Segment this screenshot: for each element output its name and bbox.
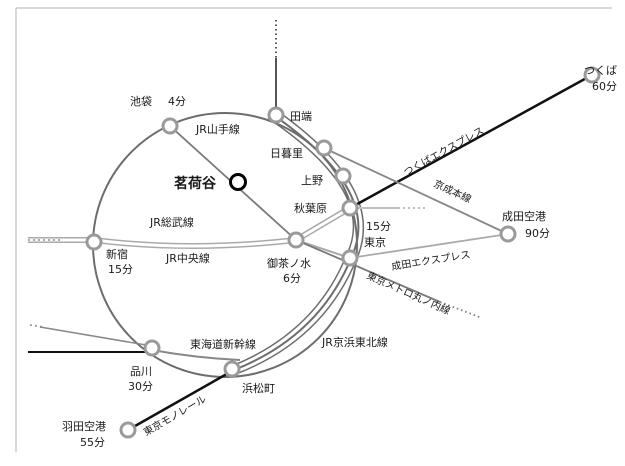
station-label: 東京 [364,235,386,249]
focus-station-marker [229,173,247,191]
focus-station-label: 茗荷谷 [174,175,217,192]
station-time: 60分 [592,80,617,93]
station-hamamatsucho[interactable]: 浜松町 [223,360,275,395]
station-marker [341,249,359,267]
station-label: 田端 [290,110,312,123]
station-ueno[interactable]: 上野 [301,167,352,187]
station-marker [85,233,103,251]
station-haneda[interactable]: 羽田空港 55分 [62,419,137,449]
tsukuba-express-line [349,73,593,210]
station-marker [223,360,241,378]
station-tabata[interactable]: 田端 [267,106,312,124]
station-time: 15分 [366,220,391,233]
station-label: 羽田空港 [62,419,106,433]
station-label: 成田空港 [502,209,546,223]
line-label-sobu: JR総武線 [149,215,194,229]
station-marker [583,66,601,84]
line-label-chuo: JR中央線 [165,251,210,265]
station-marker [315,139,333,157]
station-label: 上野 [301,174,323,187]
shinagawa-west-dots-2 [29,324,45,328]
station-akihabara[interactable]: 秋葉原 15分 [294,199,391,233]
station-label: 新宿 [106,247,128,261]
station-label: 日暮里 [270,146,303,160]
station-time: 90分 [525,227,550,240]
shinagawa-west-line-2 [39,326,153,347]
station-ochanomizu[interactable]: 御茶ノ水 6分 [267,231,311,285]
station-time: 4分 [168,95,186,108]
station-marker [143,339,161,357]
line-label-marunouchi: 東京メトロ丸ノ内線 [365,269,453,317]
monorail-line [127,369,233,432]
station-marker [287,231,305,249]
station-marker [499,225,517,243]
station-marker [341,199,359,217]
marunouchi-line-east [295,239,441,303]
station-label: 秋葉原 [294,201,327,215]
line-label-narita-express: 成田エクスプレス [391,249,472,273]
station-time: 6分 [283,272,301,285]
line-label-tokaido: 東海道新幹線 [190,337,256,351]
station-marker [161,117,179,135]
keisei-line [323,147,509,235]
station-tsukuba[interactable]: つくば 60分 [583,64,617,93]
line-label-monorail: 東京モノレール [141,392,208,438]
station-time: 15分 [108,263,133,276]
station-label: 池袋 [130,94,152,108]
marunouchi-dots [439,301,483,319]
station-time: 55分 [80,436,105,449]
station-label: 品川 [130,365,152,378]
map-frame [15,7,612,452]
station-nippori[interactable]: 日暮里 [270,139,333,160]
chuo-sobu-inner [28,206,351,248]
narita-express-line [349,233,509,259]
station-label: つくば [584,64,617,77]
station-tokyo[interactable]: 東京 [341,235,386,267]
station-marker [267,106,285,124]
station-label: 浜松町 [242,381,275,395]
station-time: 30分 [128,380,153,393]
station-label: 御茶ノ水 [267,256,311,270]
line-label-yamanote: JR山手線 [195,122,240,136]
station-marker [119,421,137,439]
station-shinjuku[interactable]: 新宿 15分 [85,233,133,276]
tokaido-line [151,349,241,361]
line-label-keihin: JR京浜東北線 [321,335,388,349]
station-shinagawa[interactable]: 品川 30分 [128,339,161,393]
station-narita[interactable]: 成田空港 90分 [499,209,550,243]
line-label-tsukuba-express: つくばエクスプレス [402,125,486,179]
focus-station-myogadani[interactable]: 茗荷谷 [174,173,247,193]
station-marker [334,167,352,185]
station-ikebukuro[interactable]: 池袋 4分 [130,94,186,135]
